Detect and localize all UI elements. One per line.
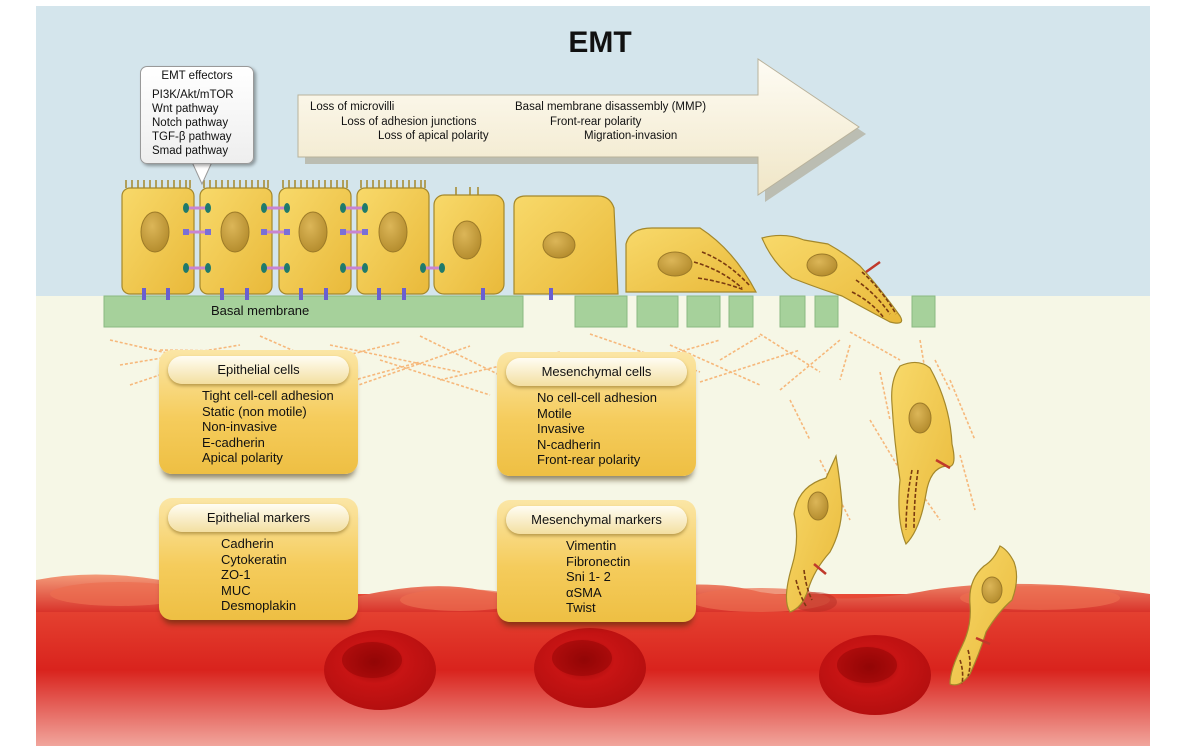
emt-effectors-callout: EMT effectors PI3K/Akt/mTOR Wnt pathway … [140,66,254,164]
mesenchymal-markers-title: Mesenchymal markers [506,506,687,534]
epithelial-cell [356,180,430,295]
invading-mesenchymal-cell [891,361,955,546]
invading-mesenchymal-cell [785,453,843,613]
effector-item: PI3K/Akt/mTOR [152,89,234,101]
mesenchymal-marker: αSMA [566,584,602,600]
cell-junctions [142,203,553,300]
red-blood-cell [534,628,646,708]
epithelial-cell [121,180,195,295]
epithelial-markers-title: Epithelial markers [168,504,349,532]
integrin-anchors [142,288,553,300]
epithelial-cell-trait: Tight cell-cell adhesion [202,388,334,403]
mesenchymal-cell-trait: Motile [537,405,572,421]
mesenchymal-cells-card: Mesenchymal cells No cell-cell adhesion … [497,352,696,476]
intravasating-mesenchymal-cell [949,545,1018,686]
mesenchymal-marker: Vimentin [566,538,617,553]
epithelial-cell [199,180,273,295]
mesenchymal-cell-trait: Front-rear polarity [537,452,641,467]
arrow-label-front-rear: Front-rear polarity [550,116,642,128]
arrow-label-migration: Migration-invasion [584,130,678,142]
epithelial-cell-trait: E-cadherin [202,434,265,450]
epithelial-cells-title: Epithelial cells [168,356,349,384]
effector-item: TGF-β pathway [152,131,232,143]
epithelial-marker: Cytokeratin [221,551,287,567]
epithelial-marker: Desmoplakin [221,598,297,613]
emt-progression-arrow [297,58,866,202]
basal-membrane-label: Basal membrane [211,303,310,318]
epithelial-cell [278,180,352,295]
epithelial-markers-card: Epithelial markers Cadherin Cytokeratin … [159,498,358,620]
mesenchymal-marker: Sni 1- 2 [566,569,611,584]
mesenchymal-markers-card: Mesenchymal markers Vimentin Fibronectin… [497,500,696,622]
invading-cell [761,234,903,324]
mesenchymal-cell-trait: No cell-cell adhesion [537,390,657,405]
epithelial-cell-losing-microvilli [433,187,505,295]
migrating-cell [625,227,757,293]
epithelial-cell-trait: Static (non motile) [202,403,307,419]
epithelial-marker: ZO-1 [221,567,251,582]
red-blood-cell [819,635,931,715]
arrow-label-loss-microvilli: Loss of microvilli [310,101,395,113]
arrow-label-loss-polarity: Loss of apical polarity [378,130,489,142]
transitioning-cell [513,195,619,295]
basal-membrane [103,295,936,328]
effector-item: Smad pathway [152,145,229,157]
mesenchymal-cell-trait: N-cadherin [537,436,601,452]
epithelial-cell-trait: Non-invasive [202,419,278,434]
epithelial-cell-layer [121,180,903,324]
red-blood-cell [324,630,436,710]
epithelial-marker: Cadherin [221,536,274,551]
mesenchymal-marker: Twist [566,600,596,615]
epithelial-marker: MUC [221,582,251,598]
epithelial-cell-trait: Apical polarity [202,450,283,465]
effector-item: Notch pathway [152,117,229,129]
effector-item: Wnt pathway [152,103,219,115]
mesenchymal-marker: Fibronectin [566,553,631,569]
mesenchymal-cell-trait: Invasive [537,421,585,436]
arrow-label-bm-disassembly: Basal membrane disassembly (MMP) [515,101,707,113]
diagram-title: EMT [568,26,632,59]
mesenchymal-cells-title: Mesenchymal cells [506,358,687,386]
epithelial-cells-card: Epithelial cells Tight cell-cell adhesio… [159,350,358,474]
effectors-title: EMT effectors [161,70,233,82]
arrow-label-loss-adhesion: Loss of adhesion junctions [341,116,477,128]
